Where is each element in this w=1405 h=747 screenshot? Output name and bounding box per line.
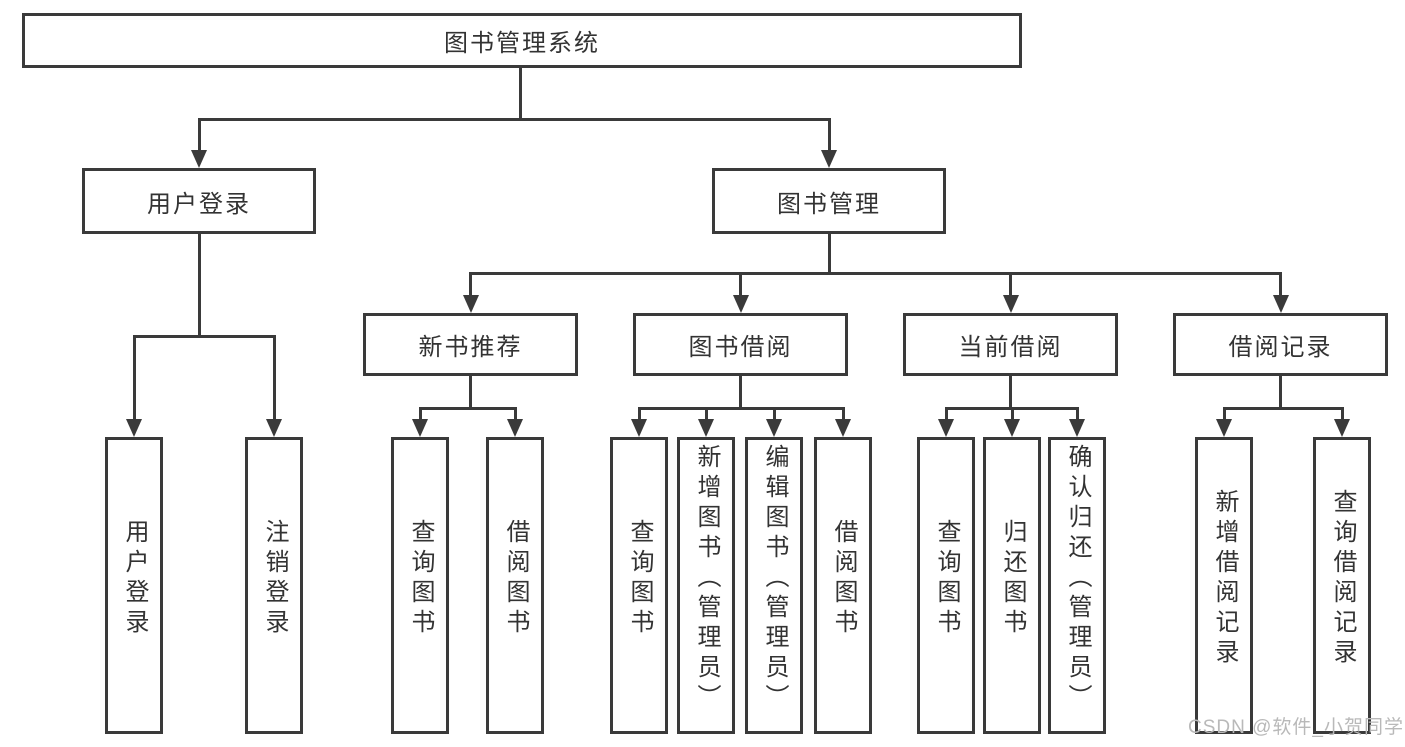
- connector-line: [197, 234, 201, 335]
- arrow-down-icon: [938, 419, 954, 437]
- arrow-down-icon: [1069, 419, 1085, 437]
- node-user-login: 用户登录: [82, 168, 316, 234]
- connector-line: [469, 376, 472, 407]
- leaf-cb-return-books: 归还图书: [983, 437, 1041, 734]
- leaf-br-add-record: 新增借阅记录: [1195, 437, 1253, 734]
- connector-line: [197, 118, 831, 121]
- watermark: CSDN @软件_小贺同学: [1188, 717, 1404, 738]
- connector-line: [1010, 407, 1014, 419]
- arrow-down-icon: [266, 419, 282, 437]
- leaf-br-query-record: 查询借阅记录: [1313, 437, 1371, 734]
- connector-line: [519, 68, 522, 121]
- connector-line: [1222, 407, 1344, 410]
- node-new-book-recommend-label: 新书推荐: [418, 334, 523, 361]
- node-book-management-label: 图书管理: [777, 190, 881, 218]
- arrow-down-icon: [507, 419, 523, 437]
- leaf-bb-edit-books-admin: 编辑图书（管理员）: [745, 437, 803, 734]
- connector-line: [1222, 407, 1226, 419]
- connector-line: [272, 335, 276, 419]
- node-current-borrow-label: 当前借阅: [958, 334, 1063, 361]
- arrow-down-icon: [698, 419, 714, 437]
- leaf-cb-query-books: 查询图书: [917, 437, 975, 734]
- arrow-down-icon: [766, 419, 782, 437]
- connector-line: [637, 407, 641, 419]
- arrow-down-icon: [191, 150, 207, 168]
- node-new-book-recommend: 新书推荐: [363, 313, 578, 376]
- arrow-down-icon: [1002, 295, 1019, 313]
- leaf-nb-query-books: 查询图书: [391, 437, 449, 734]
- connector-line: [1279, 376, 1282, 407]
- leaf-bb-query-books: 查询图书: [610, 437, 668, 734]
- connector-line: [704, 407, 708, 419]
- arrow-down-icon: [821, 150, 837, 168]
- connector-line: [772, 407, 776, 419]
- connector-line: [197, 118, 201, 150]
- connector-line: [944, 407, 948, 419]
- leaf-bb-borrow-books: 借阅图书: [814, 437, 872, 734]
- node-book-borrow: 图书借阅: [633, 313, 848, 376]
- connector-line: [637, 407, 845, 410]
- connector-line: [418, 407, 422, 419]
- connector-line: [418, 407, 517, 410]
- connector-line: [1340, 407, 1344, 419]
- arrow-down-icon: [1004, 419, 1020, 437]
- arrow-down-icon: [126, 419, 142, 437]
- connector-line: [132, 335, 136, 419]
- node-book-borrow-label: 图书借阅: [688, 334, 793, 361]
- leaf-logout: 注销登录: [245, 437, 303, 734]
- connector-line: [841, 407, 845, 419]
- connector-line: [469, 272, 1282, 275]
- connector-line: [1009, 376, 1012, 407]
- leaf-nb-borrow-books: 借阅图书: [486, 437, 544, 734]
- arrow-down-icon: [1272, 295, 1289, 313]
- connector-line: [827, 118, 831, 150]
- node-user-login-label: 用户登录: [147, 190, 251, 218]
- arrow-down-icon: [732, 295, 749, 313]
- node-borrow-records-label: 借阅记录: [1228, 334, 1333, 361]
- connector-line: [513, 407, 517, 419]
- node-current-borrow: 当前借阅: [903, 313, 1118, 376]
- connector-line: [132, 335, 276, 338]
- arrow-down-icon: [835, 419, 851, 437]
- connector-line: [1075, 407, 1079, 419]
- leaf-bb-add-books-admin: 新增图书（管理员）: [677, 437, 735, 734]
- arrow-down-icon: [412, 419, 428, 437]
- connector-line: [1279, 272, 1282, 295]
- connector-line: [739, 272, 742, 295]
- leaf-cb-confirm-return-admin: 确认归还（管理员）: [1048, 437, 1106, 734]
- node-root-label: 图书管理系统: [444, 30, 600, 57]
- arrow-down-icon: [1216, 419, 1232, 437]
- arrow-down-icon: [631, 419, 647, 437]
- node-book-management: 图书管理: [712, 168, 946, 234]
- connector-line: [1009, 272, 1012, 295]
- node-root: 图书管理系统: [22, 13, 1022, 68]
- leaf-user-login: 用户登录: [105, 437, 163, 734]
- node-borrow-records: 借阅记录: [1173, 313, 1388, 376]
- arrow-down-icon: [1334, 419, 1350, 437]
- connector-line: [739, 376, 742, 407]
- arrow-down-icon: [462, 295, 479, 313]
- connector-line: [827, 234, 831, 272]
- connector-line: [469, 272, 472, 295]
